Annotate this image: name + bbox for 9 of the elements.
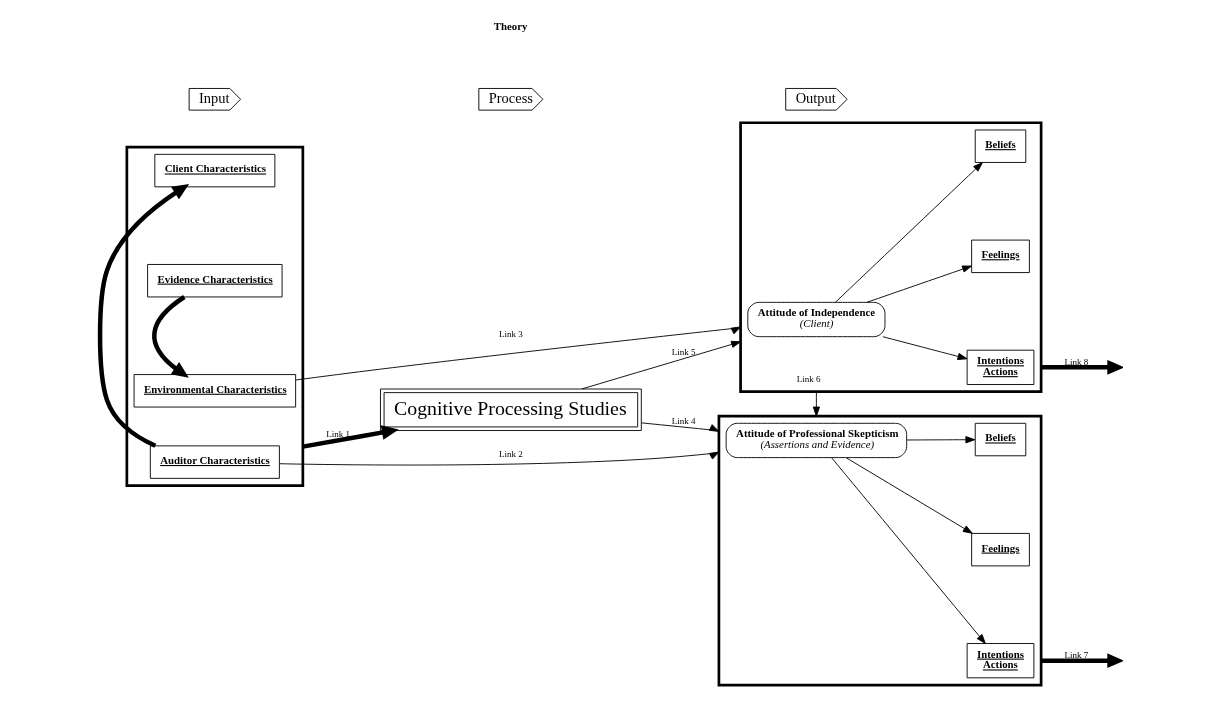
edge-label: Link 2 (498, 448, 523, 459)
edge-label: Link 1 (325, 428, 350, 439)
label: Theory (493, 19, 527, 32)
edge-label: Link 4 (671, 416, 696, 427)
edge-label: Link 6 (796, 374, 821, 385)
edge-label: Link 5 (671, 346, 696, 357)
edge-label: Link 3 (498, 328, 523, 339)
edge-label: Link 8 (1063, 356, 1088, 367)
edge-label: Link 7 (1063, 649, 1088, 660)
